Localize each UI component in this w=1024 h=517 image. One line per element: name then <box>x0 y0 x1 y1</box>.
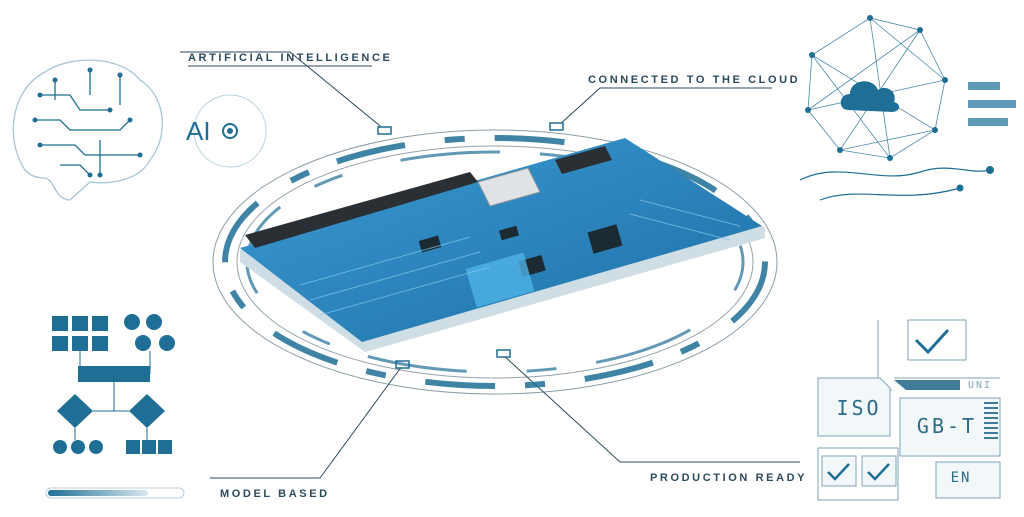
flowchart-icon <box>45 314 185 499</box>
pcb-board <box>240 138 765 352</box>
standards-panel <box>817 319 1001 501</box>
cloud-network-icon <box>799 15 1016 201</box>
orbit-rings <box>212 129 778 395</box>
connected-cloud-label: CONNECTED TO THE CLOUD <box>588 74 801 86</box>
gbt-label: GB-T <box>916 414 978 438</box>
ai-target-icon <box>193 94 267 168</box>
model-based-label: MODEL BASED <box>220 488 330 500</box>
artificial-intelligence-label: ARTIFICIAL INTELLIGENCE <box>188 52 393 64</box>
brain-circuit-icon <box>12 59 163 201</box>
menu-bars-icon <box>968 82 1016 126</box>
en-label: EN <box>950 470 972 486</box>
uni-label: UNI <box>968 380 993 391</box>
production-ready-label: PRODUCTION READY <box>650 472 808 484</box>
cloud-icon <box>840 81 900 112</box>
iso-label: ISO <box>836 396 882 420</box>
ai-badge: AI <box>186 116 211 146</box>
leader-lines <box>180 51 800 479</box>
